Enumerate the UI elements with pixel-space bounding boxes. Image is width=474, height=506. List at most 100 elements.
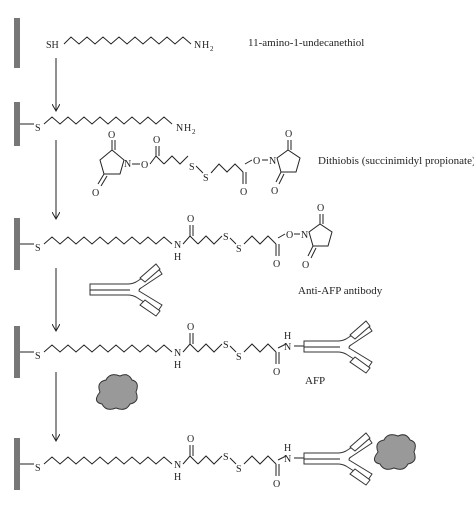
gold-surface bbox=[14, 438, 20, 490]
alkyl-chain bbox=[43, 236, 173, 245]
atom-n: N bbox=[174, 460, 181, 471]
gold-surface bbox=[14, 102, 20, 146]
amide-bond bbox=[182, 343, 199, 353]
antibody-light-chain bbox=[349, 432, 371, 452]
carbonyl-bond bbox=[278, 173, 285, 185]
anti-afp-antibody: Anti-AFP antibody bbox=[89, 263, 383, 317]
atom-o: O bbox=[285, 129, 292, 140]
amide-bond bbox=[182, 235, 199, 245]
disulfide-bond bbox=[229, 345, 237, 353]
atom-o: O bbox=[240, 187, 247, 198]
ester-bond bbox=[277, 233, 286, 239]
atom-n: N bbox=[284, 342, 291, 353]
atom-s: S bbox=[35, 351, 41, 362]
carbonyl-bond bbox=[97, 173, 105, 185]
propionate-chain bbox=[210, 163, 244, 174]
atom-o: O bbox=[273, 367, 280, 378]
atom-n: N bbox=[284, 454, 291, 465]
disulfide-bond bbox=[195, 165, 204, 174]
atom-n: N bbox=[124, 159, 131, 170]
antibody-light-chain bbox=[139, 299, 161, 317]
antibody-light-chain bbox=[349, 356, 371, 374]
atom-s: S bbox=[236, 244, 242, 255]
afp-antigen: AFP bbox=[96, 374, 325, 410]
succinimide-ring-left bbox=[99, 149, 125, 175]
atom-h: H bbox=[174, 252, 181, 263]
label-aminoundecanethiol: 11-amino-1-undecanethiol bbox=[248, 37, 364, 49]
atom-n: N bbox=[301, 230, 308, 241]
label-antibody: Anti-AFP antibody bbox=[298, 285, 383, 297]
propionate-chain bbox=[197, 235, 223, 245]
ester-bond bbox=[149, 155, 165, 165]
alkyl-chain bbox=[43, 116, 173, 125]
subscript-2: 2 bbox=[210, 45, 214, 53]
propionate-chain bbox=[197, 343, 223, 353]
atom-s: S bbox=[35, 243, 41, 254]
label-afp: AFP bbox=[305, 375, 325, 387]
atom-s: S bbox=[236, 464, 242, 475]
atom-h: H bbox=[284, 443, 291, 454]
atom-h: H bbox=[174, 360, 181, 371]
row-4-antibody-immobilized: S N H O S S O H N bbox=[14, 320, 373, 378]
antibody-light-chain bbox=[139, 263, 161, 283]
atom-n: N bbox=[194, 40, 201, 51]
carbonyl-bond bbox=[275, 171, 282, 183]
amide-bond bbox=[277, 343, 287, 349]
atom-o: O bbox=[302, 260, 309, 271]
atom-s: S bbox=[236, 352, 242, 363]
atom-s: S bbox=[223, 232, 229, 243]
antibody-light-chain bbox=[349, 468, 371, 486]
alkyl-chain bbox=[43, 456, 173, 465]
ester-bond bbox=[244, 159, 253, 165]
row-2-amine-sam: S N H 2 bbox=[14, 102, 196, 146]
carbonyl-bond bbox=[307, 245, 314, 257]
afp-protein-bound bbox=[374, 434, 416, 470]
atom-o: O bbox=[187, 434, 194, 445]
atom-o: O bbox=[141, 160, 148, 171]
atom-s: S bbox=[189, 162, 195, 173]
amide-bond bbox=[277, 455, 287, 461]
atom-n: N bbox=[174, 240, 181, 251]
succinimide-ring bbox=[308, 223, 333, 247]
propionate-chain bbox=[243, 343, 277, 353]
label-dsp: Dithiobis (succinimidyl propionate) bbox=[318, 155, 474, 167]
propionate-chain bbox=[163, 155, 189, 165]
atom-o: O bbox=[271, 186, 278, 197]
atom-o: O bbox=[108, 130, 115, 141]
gold-surface bbox=[14, 18, 20, 68]
atom-o: O bbox=[187, 322, 194, 333]
atom-h: H bbox=[284, 331, 291, 342]
atom-o: O bbox=[253, 156, 260, 167]
propionate-chain bbox=[243, 235, 277, 245]
atom-o: O bbox=[153, 135, 160, 146]
propionate-chain bbox=[197, 455, 223, 465]
atom-s: S bbox=[223, 452, 229, 463]
disulfide-bond bbox=[229, 457, 237, 465]
atom-n: N bbox=[269, 156, 276, 167]
antibody-light-chain bbox=[349, 320, 371, 340]
atom-n: N bbox=[176, 123, 183, 134]
alkyl-chain bbox=[63, 36, 192, 45]
atom-n: N bbox=[174, 348, 181, 359]
gold-surface bbox=[14, 218, 20, 270]
afp-protein bbox=[96, 374, 138, 410]
atom-s: S bbox=[35, 463, 41, 474]
disulfide-bond bbox=[229, 237, 237, 245]
row-1-thiol: SH N H 2 11-amino-1-undecanethiol bbox=[14, 18, 364, 68]
atom-h: H bbox=[202, 40, 209, 51]
atom-o: O bbox=[273, 259, 280, 270]
atom-s: S bbox=[35, 123, 41, 134]
amide-bond bbox=[182, 455, 199, 465]
alkyl-chain bbox=[43, 344, 173, 353]
atom-sh: SH bbox=[46, 40, 59, 51]
atom-o: O bbox=[273, 479, 280, 490]
carbonyl-bond bbox=[100, 175, 108, 187]
atom-o: O bbox=[187, 214, 194, 225]
atom-o: O bbox=[92, 188, 99, 199]
carbonyl-bond bbox=[310, 247, 317, 259]
atom-s: S bbox=[223, 340, 229, 351]
atom-o: O bbox=[286, 230, 293, 241]
succinimide-ring-right bbox=[276, 149, 301, 173]
